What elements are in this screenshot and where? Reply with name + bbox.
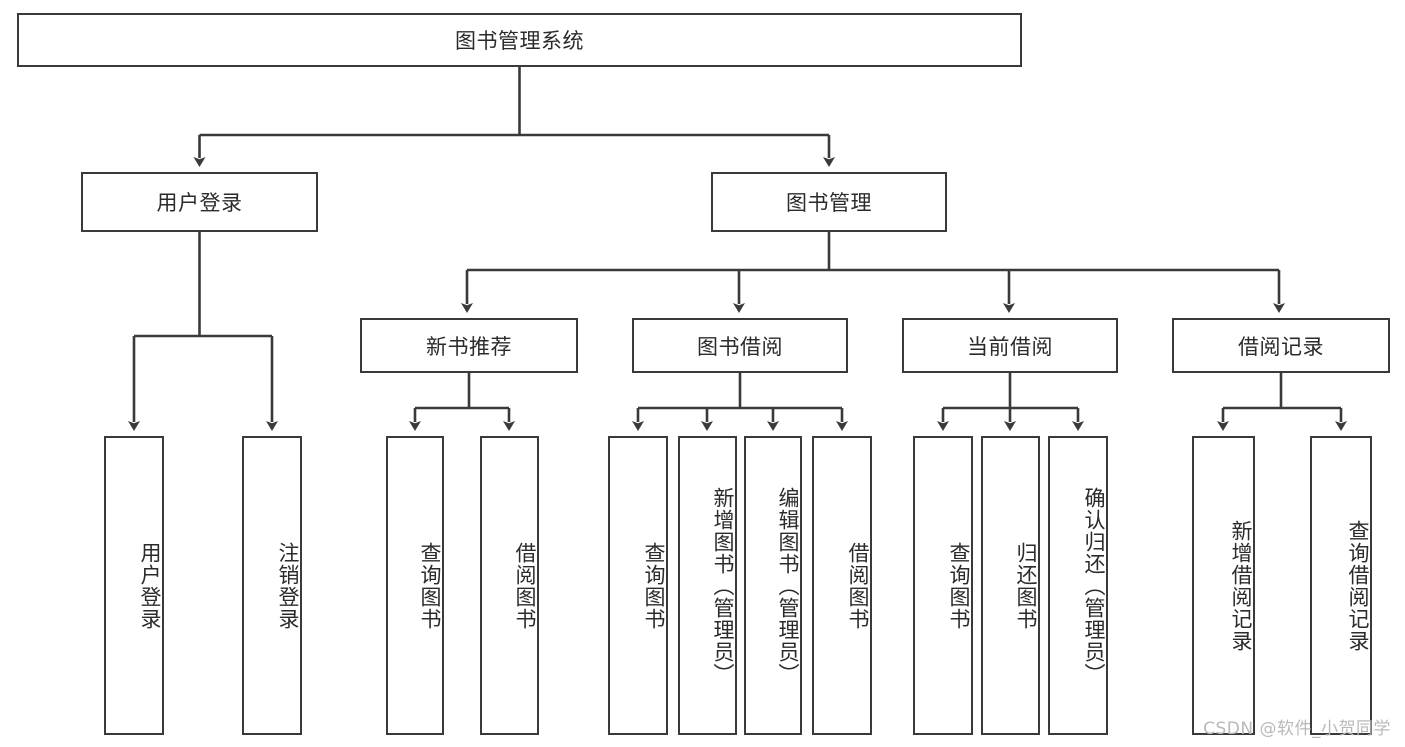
leaf-return-books-label: 归还图书 xyxy=(1014,541,1038,630)
node-book-management[interactable]: 图书管理 xyxy=(711,172,947,232)
leaf-query-borrow-record[interactable]: 查询借阅记录 xyxy=(1310,436,1372,735)
leaf-user-login[interactable]: 用户登录 xyxy=(104,436,164,735)
node-new-book-recommend[interactable]: 新书推荐 xyxy=(360,318,578,373)
node-user-login[interactable]: 用户登录 xyxy=(81,172,318,232)
node-root[interactable]: 图书管理系统 xyxy=(17,13,1022,67)
leaf-user-login-label: 用户登录 xyxy=(138,541,162,630)
leaf-borrow-books[interactable]: 借阅图书 xyxy=(812,436,872,735)
leaf-query-books-recommend[interactable]: 查询图书 xyxy=(386,436,444,735)
leaf-add-borrow-record[interactable]: 新增借阅记录 xyxy=(1192,436,1255,735)
leaf-edit-book-admin-label: 编辑图书（管理员） xyxy=(776,486,800,685)
leaf-add-book-admin[interactable]: 新增图书（管理员） xyxy=(678,436,737,735)
leaf-add-borrow-record-label: 新增借阅记录 xyxy=(1229,519,1253,652)
node-current-borrow-label: 当前借阅 xyxy=(967,334,1053,359)
leaf-query-books-current-label: 查询图书 xyxy=(947,541,971,630)
leaf-borrow-books-label: 借阅图书 xyxy=(846,541,870,630)
node-book-management-label: 图书管理 xyxy=(786,191,872,215)
leaf-query-borrow-record-label: 查询借阅记录 xyxy=(1346,519,1370,652)
leaf-logout-label: 注销登录 xyxy=(276,541,300,630)
node-new-book-recommend-label: 新书推荐 xyxy=(426,334,512,359)
node-current-borrow[interactable]: 当前借阅 xyxy=(902,318,1118,373)
node-borrow-records-label: 借阅记录 xyxy=(1238,334,1324,359)
leaf-query-books-borrow-label: 查询图书 xyxy=(642,541,666,630)
leaf-confirm-return-admin[interactable]: 确认归还（管理员） xyxy=(1048,436,1108,735)
node-user-login-label: 用户登录 xyxy=(156,191,243,215)
leaf-confirm-return-admin-label: 确认归还（管理员） xyxy=(1082,486,1106,685)
leaf-borrow-books-recommend[interactable]: 借阅图书 xyxy=(480,436,539,735)
leaf-borrow-books-recommend-label: 借阅图书 xyxy=(513,541,537,630)
leaf-add-book-admin-label: 新增图书（管理员） xyxy=(711,486,735,685)
watermark: CSDN @软件_小贺同学 xyxy=(1203,719,1391,739)
leaf-query-books-recommend-label: 查询图书 xyxy=(418,541,442,630)
leaf-query-books-borrow[interactable]: 查询图书 xyxy=(608,436,668,735)
node-borrow-records[interactable]: 借阅记录 xyxy=(1172,318,1390,373)
leaf-edit-book-admin[interactable]: 编辑图书（管理员） xyxy=(744,436,802,735)
node-book-borrow-label: 图书借阅 xyxy=(697,334,783,359)
node-root-label: 图书管理系统 xyxy=(455,29,584,53)
node-book-borrow[interactable]: 图书借阅 xyxy=(632,318,848,373)
leaf-logout[interactable]: 注销登录 xyxy=(242,436,302,735)
leaf-return-books[interactable]: 归还图书 xyxy=(981,436,1040,735)
leaf-query-books-current[interactable]: 查询图书 xyxy=(913,436,973,735)
